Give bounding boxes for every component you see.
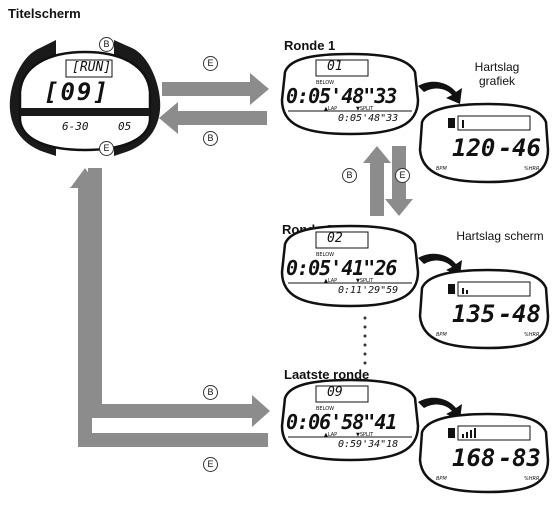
hr-watch-inner <box>457 115 531 441</box>
title-mode: [RUN] <box>72 60 112 75</box>
hr1-percent: 46 <box>512 134 541 162</box>
lap2-below: BELOW <box>316 252 335 258</box>
heart-rate-graph-caption: Hartslag grafiek <box>462 60 532 88</box>
title-watch-b-button-icon: B <box>99 37 114 52</box>
title-watch <box>9 40 161 156</box>
caption-line-2: grafiek <box>478 74 516 88</box>
title-number: [09] <box>44 78 110 106</box>
arrow-left-lap1-to-title <box>159 102 267 134</box>
b-button-icon-to-last: B <box>203 385 218 400</box>
curved-arrows <box>418 81 462 420</box>
title-watch-e-button-icon: E <box>99 141 114 156</box>
lap2-lap-time: 0:05'41"26 <box>286 256 397 280</box>
arrow-right-title-to-lap1 <box>162 73 269 105</box>
caption-line-1: Hartslag <box>474 60 520 74</box>
hr2-dash: - <box>498 300 513 328</box>
lap1-lap-label: ▲LAP <box>324 106 338 112</box>
hr2-percent: 48 <box>512 300 541 328</box>
title-day: 05 <box>118 120 132 133</box>
e-button-icon-to-title: E <box>203 457 218 472</box>
hr3-value: 168 <box>452 444 496 472</box>
e-button-icon-to-lap1: E <box>203 56 218 71</box>
hr1-hrr: %HRR <box>524 166 540 172</box>
lap1-lap-time: 0:05'48"33 <box>286 84 397 108</box>
b-button-icon-to-title: B <box>203 131 218 146</box>
hr-watch-bodies <box>418 102 550 494</box>
hr1-dash: - <box>498 134 513 162</box>
last-lap-number: 09 <box>327 385 343 400</box>
lap1-below: BELOW <box>316 80 335 86</box>
lap1-split-label: ▼SPLIT <box>356 106 374 112</box>
lap2-split-time: 0:11'29"59 <box>338 285 399 296</box>
curved-arrow-lap1 <box>418 81 462 104</box>
last-lap-lap-time: 0:06'58"41 <box>286 410 397 434</box>
title-date: 6-30 <box>62 120 89 133</box>
hr-graph-bars <box>448 118 476 438</box>
title-number-text: 09 <box>60 78 94 106</box>
last-lap-split-label: ▼SPLIT <box>356 432 374 438</box>
b-button-icon-up: B <box>342 168 357 183</box>
last-lap-below: BELOW <box>316 406 335 412</box>
lap1-number: 01 <box>327 59 343 74</box>
lap2-number: 02 <box>327 231 343 246</box>
hr2-hrr: %HRR <box>524 332 540 338</box>
hr3-percent: 83 <box>512 444 541 472</box>
lap2-split-label: ▼SPLIT <box>356 278 374 284</box>
arrow-up-lap2-to-lap1 <box>363 146 391 216</box>
arrow-title-to-last-lap <box>88 168 270 427</box>
lap2-lap-label: ▲LAP <box>324 278 338 284</box>
last-lap-split-time: 0:59'34"18 <box>338 439 399 450</box>
hr1-value: 120 <box>452 134 496 162</box>
arrow-last-lap-to-title <box>69 168 268 447</box>
hr2-value: 135 <box>452 300 496 328</box>
title-mode-text: RUN <box>79 60 104 75</box>
hr3-hrr: %HRR <box>524 476 540 482</box>
lap1-split-time: 0:05'48"33 <box>338 113 399 124</box>
lap1-heading: Ronde 1 <box>284 38 336 53</box>
arrows <box>69 73 413 447</box>
hr1-bpm: BPM <box>436 166 447 172</box>
hr2-bpm: BPM <box>436 332 447 338</box>
hr3-dash: - <box>498 444 513 472</box>
curved-arrow-lap2 <box>418 253 462 276</box>
e-button-icon-down: E <box>395 168 410 183</box>
hr3-bpm: BPM <box>436 476 447 482</box>
ellipsis-dots <box>363 316 367 365</box>
last-lap-heading: Laatste ronde <box>284 367 370 382</box>
heart-rate-screen-caption: Hartslag scherm <box>456 229 544 243</box>
last-lap-lap-label: ▲LAP <box>324 432 338 438</box>
lap-watch-inner <box>288 59 412 438</box>
title-screen-heading: Titelscherm <box>8 6 81 21</box>
curved-arrow-last <box>418 397 462 420</box>
